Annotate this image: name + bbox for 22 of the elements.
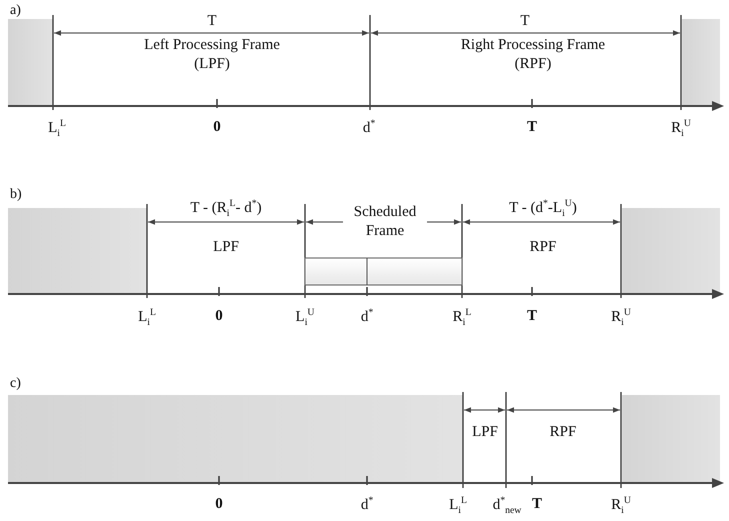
axis-tick-label: d$^{*}$ — [360, 495, 374, 515]
axis-tick-label: d$^{*}$ — [360, 307, 374, 327]
panel-label: b) — [9, 186, 23, 204]
axis-tick-label: 0 — [212, 118, 222, 137]
panel-label: c) — [9, 375, 22, 392]
frame-label: LPF — [212, 238, 240, 257]
dimension-label: T — [519, 12, 531, 31]
panel-label: a) — [9, 2, 22, 20]
dimension-label: T - (d$^{*}$-L$_{i}$$^{U}$) — [508, 198, 578, 220]
axis-tick-label: 0 — [214, 495, 224, 514]
axis-tick-label: 0 — [214, 307, 224, 326]
frame-label: Left Processing Frame (LPF) — [143, 36, 281, 74]
axis-tick-label: T — [526, 118, 538, 137]
dimension-label: T — [206, 12, 218, 31]
axis-tick-label: T — [526, 307, 538, 326]
frame-label: RPF — [528, 238, 558, 257]
dimension-label: T - (R$_{i}$$^{L}$- d$^{*}$) — [189, 198, 263, 220]
frame-label: Right Processing Frame (RPF) — [460, 36, 606, 74]
frame-label: RPF — [548, 423, 578, 442]
frame-label: LPF — [471, 423, 499, 442]
axis-tick-label: T — [531, 495, 543, 514]
axis-tick-label: d$^{*}$ — [362, 118, 376, 138]
